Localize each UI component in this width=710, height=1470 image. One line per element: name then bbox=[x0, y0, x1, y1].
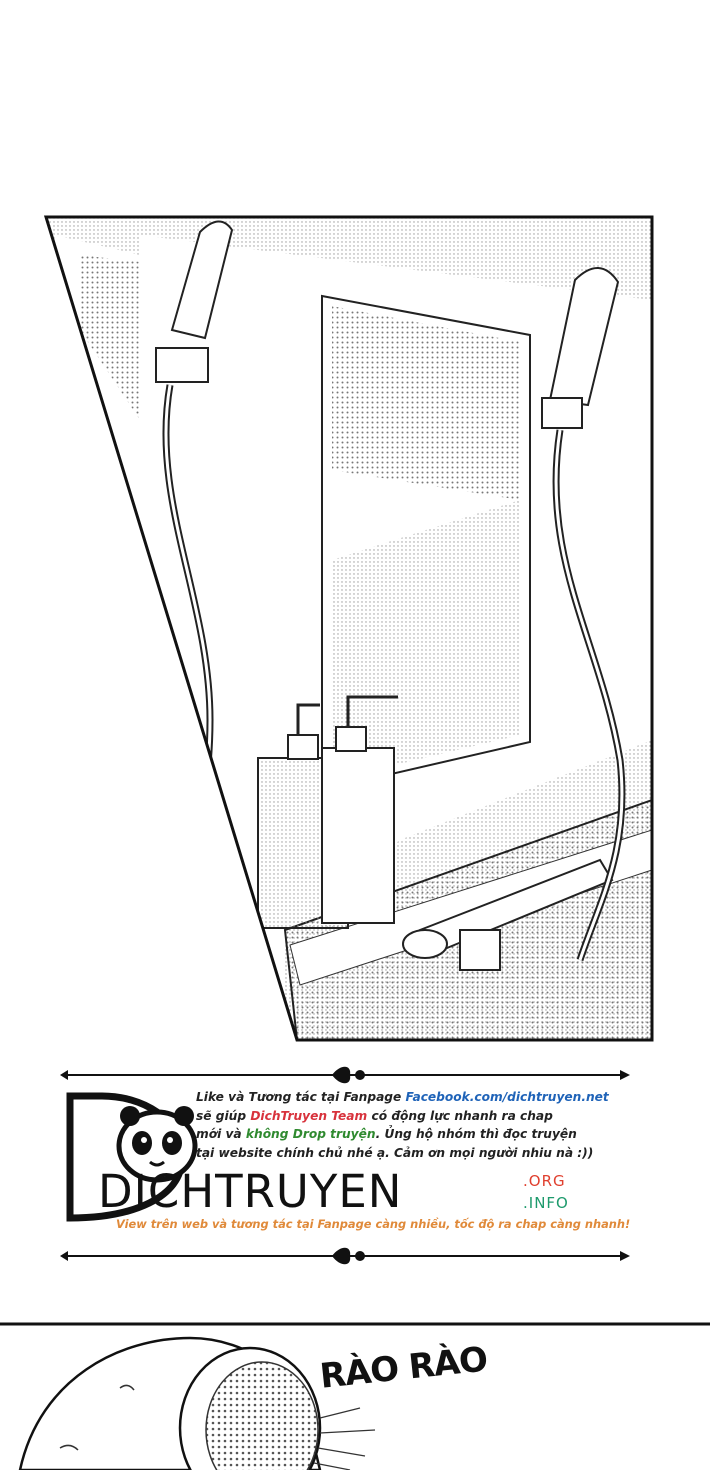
dichtruyen-logo-panda-icon bbox=[66, 1092, 198, 1222]
banner-line3-rest: . Ủng hộ nhóm thì đọc truyện bbox=[375, 1127, 577, 1141]
banner-line3-text: mới và bbox=[196, 1127, 246, 1141]
banner-line4-text: tại website chính chủ nhé ạ. Cảm ơn mọi … bbox=[196, 1145, 594, 1160]
banner-line2-rest: có động lực nhanh ra chap bbox=[367, 1108, 553, 1123]
domain-info: .INFO bbox=[523, 1194, 569, 1212]
no-drop-text: không Drop truyện bbox=[245, 1127, 376, 1141]
banner-bottom-ornament bbox=[60, 1247, 630, 1265]
comic-panel-bathroom bbox=[43, 215, 654, 1042]
banner-tagline: View trên web và tương tác tại Fanpage c… bbox=[116, 1217, 631, 1231]
banner-top-ornament bbox=[60, 1066, 630, 1084]
domain-org: .ORG bbox=[523, 1172, 566, 1190]
banner-line2-text: sẽ giúp bbox=[196, 1108, 251, 1123]
banner-message: Like và Tương tác tại Fanpage Facebook.c… bbox=[196, 1088, 626, 1162]
banner-line1-text: Like và Tương tác tại Fanpage bbox=[196, 1090, 406, 1104]
dichtruyen-wordmark: DICHTRUYEN bbox=[98, 1165, 403, 1218]
team-name: DichTruyen Team bbox=[250, 1108, 368, 1123]
comic-panel-shower bbox=[0, 1322, 710, 1470]
facebook-link[interactable]: Facebook.com/dichtruyen.net bbox=[405, 1090, 609, 1104]
